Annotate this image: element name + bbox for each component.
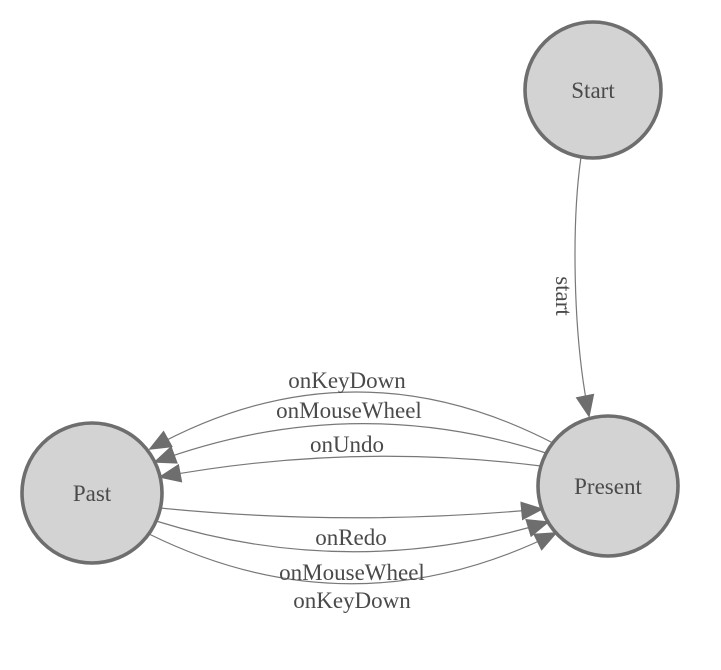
edge-label-start: start [551, 276, 576, 316]
edge-present-to-past-onundo [158, 455, 542, 483]
node-start-circle [523, 20, 663, 160]
edge-start-to-present [574, 156, 595, 418]
node-past-circle [20, 421, 164, 565]
edge-present-to-past-onmousewheel [153, 423, 547, 464]
edge-past-to-present-onmousewheel [155, 519, 550, 553]
edges-layer [148, 156, 595, 585]
node-present: Present [536, 414, 680, 558]
edge-present-to-past-onkeydown [148, 391, 554, 450]
node-present-label: Present [574, 474, 642, 499]
edge-label-onmousewheel-top: onMouseWheel [276, 398, 422, 423]
edge-label-onundo: onUndo [310, 432, 384, 457]
edge-label-onkeydown-top: onKeyDown [288, 368, 406, 393]
edge-label-onkeydown-bottom: onKeyDown [293, 588, 411, 613]
nodes-layer: Start Present Past [20, 20, 680, 565]
node-past-label: Past [73, 481, 112, 506]
node-start-label: Start [571, 78, 615, 103]
node-start: Start [523, 20, 663, 160]
edge-labels-layer: start onKeyDown onMouseWheel onUndo onRe… [276, 276, 576, 613]
edge-past-to-present-onredo [159, 501, 544, 521]
edge-past-to-present-onkeydown [148, 532, 558, 585]
edge-label-onredo: onRedo [315, 525, 387, 550]
node-past: Past [20, 421, 164, 565]
node-present-circle [536, 414, 680, 558]
edge-label-onmousewheel-bottom: onMouseWheel [279, 560, 425, 585]
